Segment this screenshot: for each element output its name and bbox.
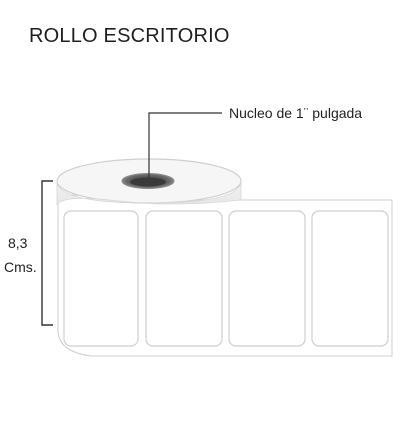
- dimension-value: 8,3: [8, 235, 28, 251]
- page-title: ROLLO ESCRITORIO: [29, 25, 230, 47]
- label-2: [145, 210, 223, 347]
- dimension-unit: Cms.: [4, 259, 37, 275]
- label-4: [311, 210, 389, 347]
- label-3: [228, 210, 306, 347]
- core-callout-label: Nucleo de 1¨ pulgada: [229, 105, 362, 121]
- core-inner: [130, 177, 166, 187]
- core-callout-line: [148, 112, 222, 178]
- roll-side-band: [56, 180, 242, 206]
- dimension-bracket: [41, 180, 53, 326]
- label-1: [63, 210, 139, 347]
